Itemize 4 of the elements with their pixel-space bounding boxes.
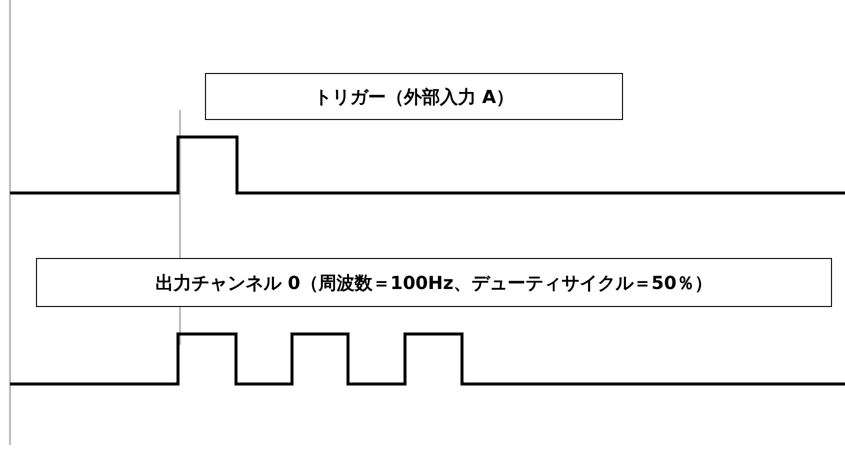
waveform-title: トリガー（外部入力 A）	[314, 86, 514, 108]
waveform-title: 出力チャンネル 0（周波数＝100Hz、デューティサイクル＝50％）	[156, 272, 712, 294]
label-box	[36, 258, 832, 307]
label-box	[205, 73, 623, 120]
